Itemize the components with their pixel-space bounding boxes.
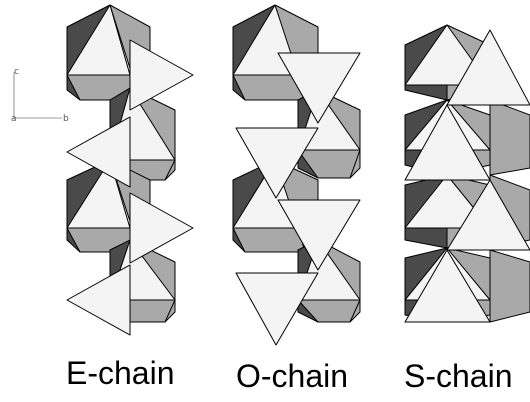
e-chain-label: E-chain: [66, 357, 175, 389]
o-chain-label: O-chain: [236, 360, 348, 392]
e-chain-structure: [67, 5, 193, 335]
o-chain-structure: [233, 5, 360, 345]
b-axis-label: b: [63, 114, 69, 124]
s-chain-structure: [405, 25, 530, 322]
a-axis-label: a: [11, 114, 17, 124]
tetrahedron: [130, 193, 193, 263]
tetrahedron: [67, 265, 130, 335]
axis-indicator: [14, 72, 62, 118]
s-chain-label: S-chain: [404, 360, 513, 392]
c-axis-label: c: [14, 67, 19, 77]
tetrahedron: [130, 40, 193, 110]
